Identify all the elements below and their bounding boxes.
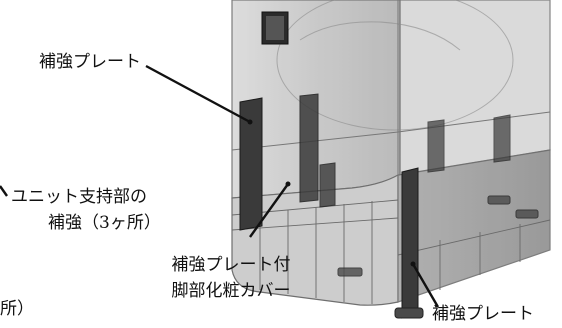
- label-plate-with-leg-cover-line1: 補強プレート付: [171, 255, 291, 275]
- label-unit-support-reinforcement-line2: 補強（3ヶ所）: [48, 213, 161, 233]
- label-cut-off-fragment: 所）: [0, 299, 34, 319]
- label-reinforcement-plate-bottom-right: 補強プレート: [432, 304, 534, 324]
- label-unit-support-reinforcement-line1: ユニット支持部の: [11, 187, 147, 207]
- label-plate-with-leg-cover-line2: 脚部化粧カバー: [171, 281, 291, 301]
- reinforcement-plates: [239, 93, 511, 319]
- cabinet-body: [231, 0, 551, 306]
- leader-lines: [0, 64, 440, 308]
- foot-pads: [337, 195, 539, 319]
- leader-endpoints: [247, 119, 416, 267]
- label-reinforcement-plate-top-left: 補強プレート: [39, 52, 141, 72]
